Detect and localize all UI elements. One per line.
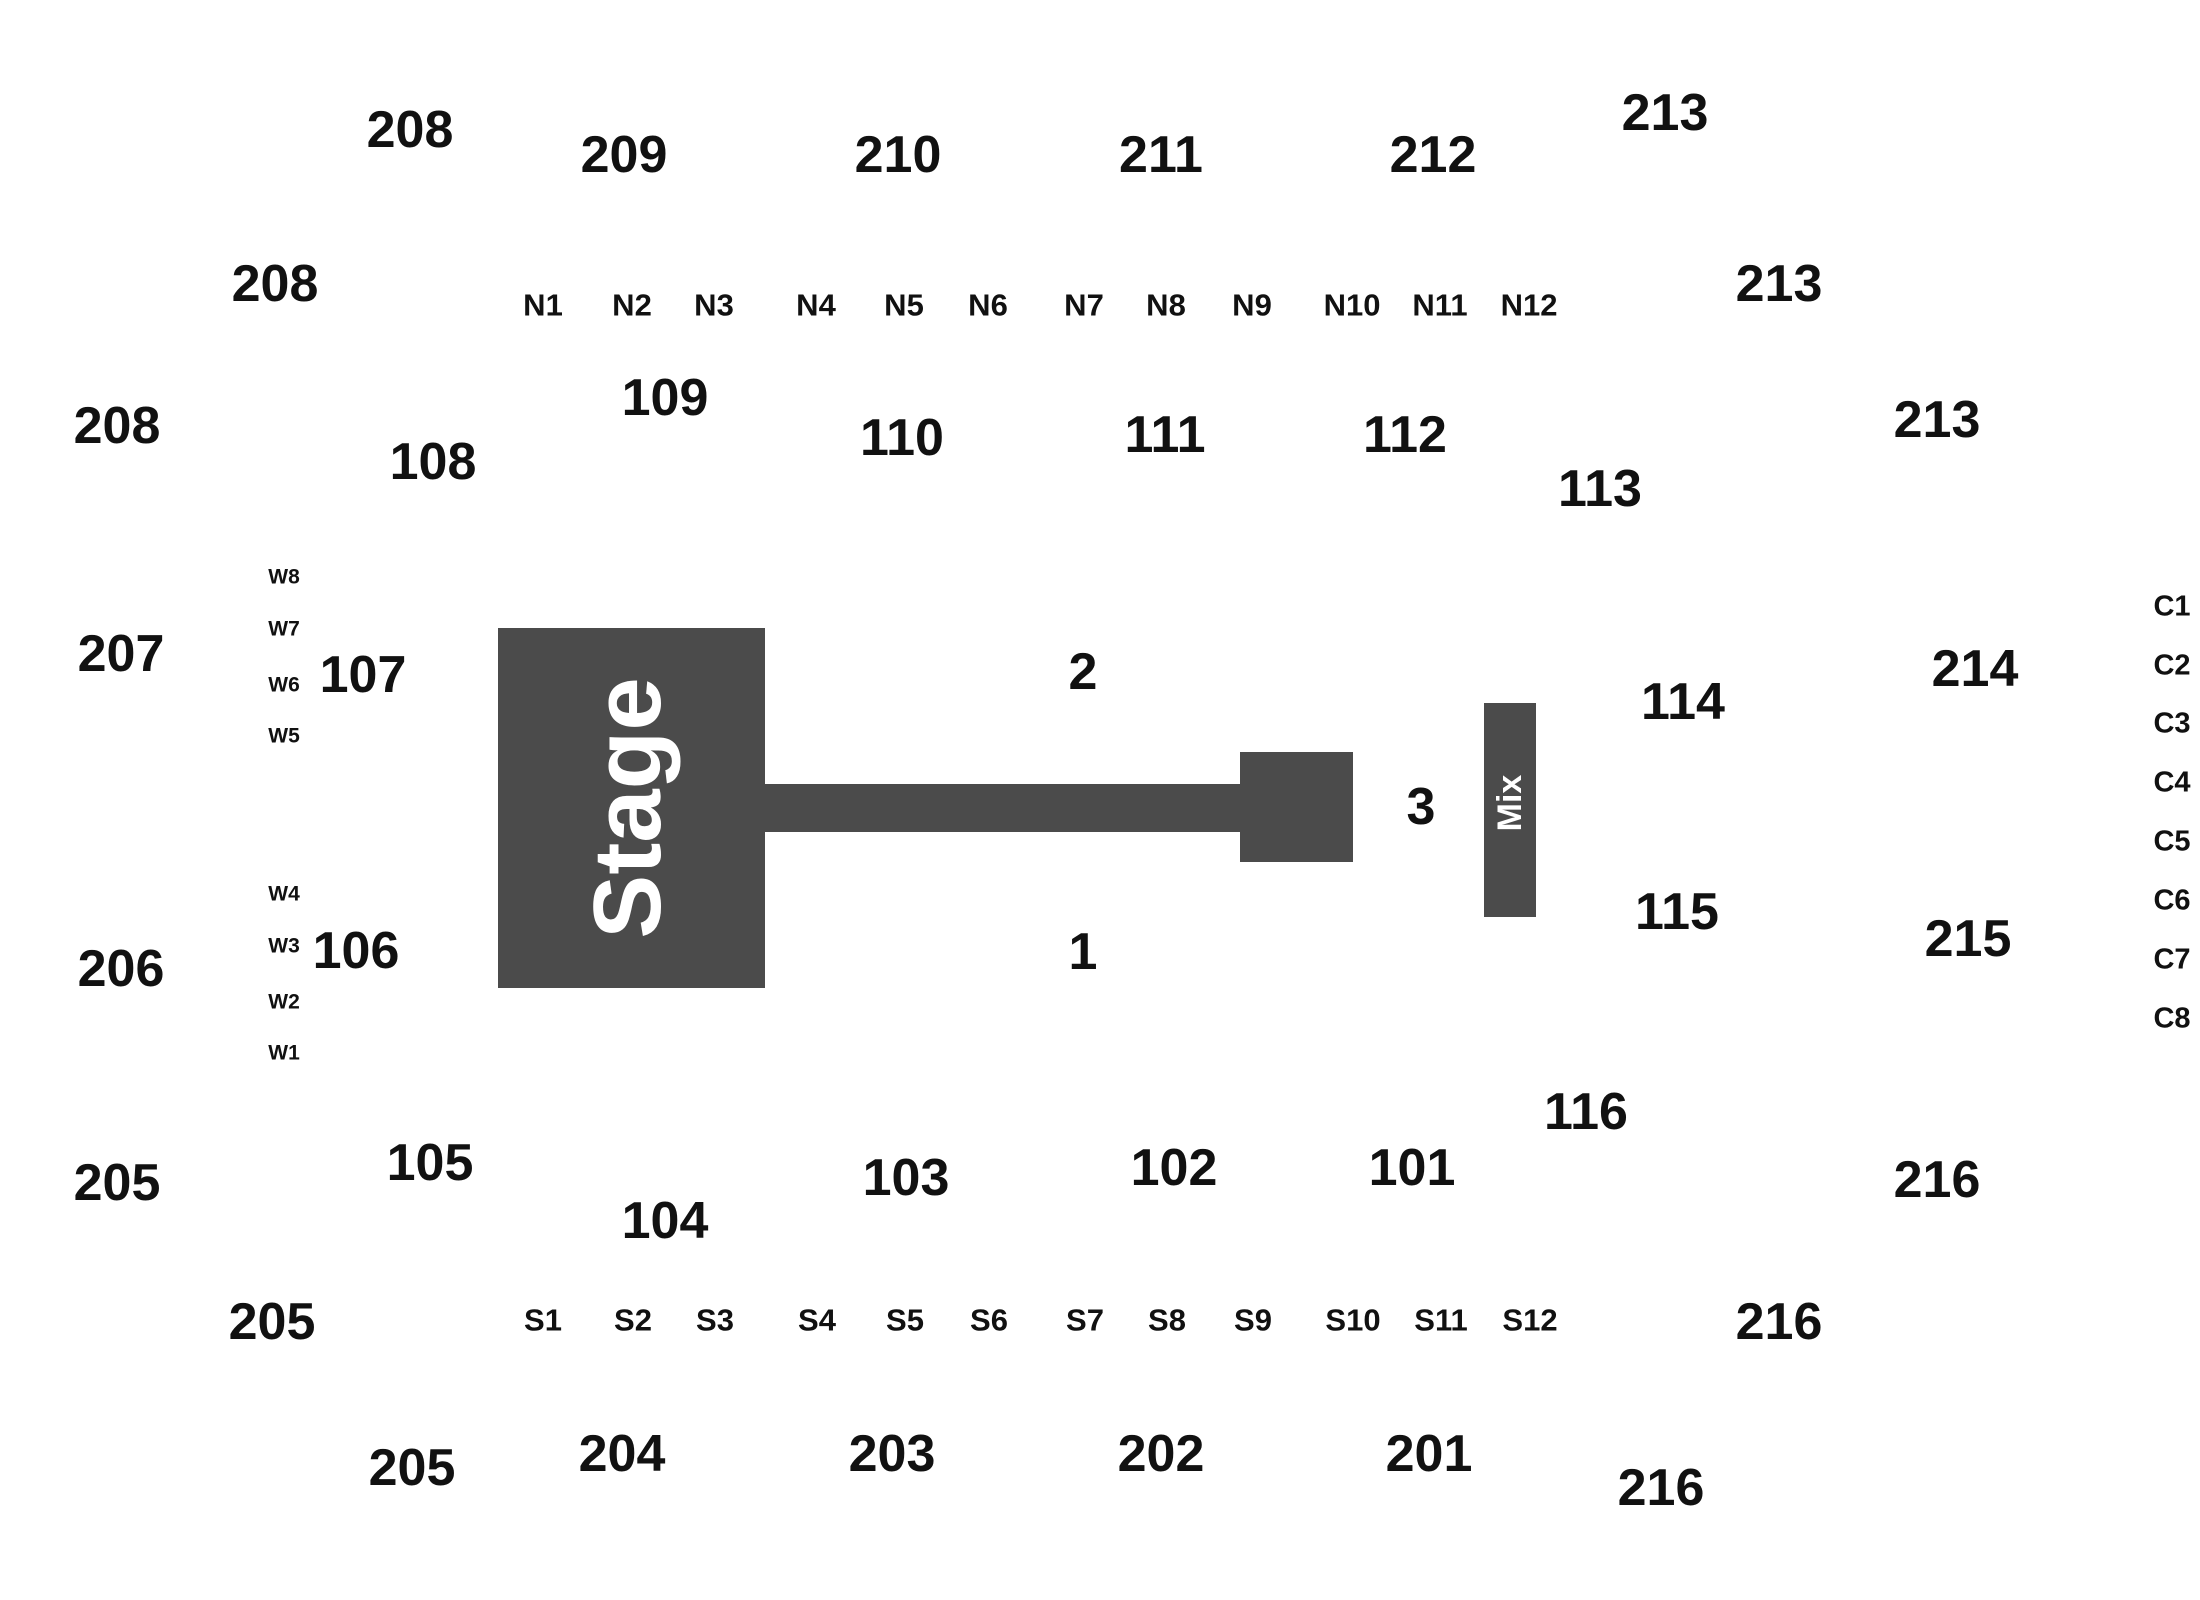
box-n8[interactable]: N8 [1146,287,1186,323]
box-n9[interactable]: N9 [1232,287,1272,323]
section-207[interactable]: 207 [77,625,165,683]
b-stage [1240,752,1353,862]
section-101[interactable]: 101 [1368,1139,1456,1197]
box-n10[interactable]: N10 [1323,287,1381,323]
box-n11[interactable]: N11 [1412,287,1468,323]
section-105[interactable]: 105 [386,1134,474,1192]
box-c8[interactable]: C8 [2153,1002,2191,1035]
box-n6[interactable]: N6 [968,287,1008,323]
section-211[interactable]: 211 [1119,126,1203,184]
section-201[interactable]: 201 [1385,1425,1473,1483]
box-s3[interactable]: S3 [696,1302,734,1338]
section-213[interactable]: 213 [1621,84,1709,142]
section-109[interactable]: 109 [621,369,709,427]
box-s4[interactable]: S4 [798,1302,836,1338]
section-115[interactable]: 115 [1635,883,1719,941]
box-w8[interactable]: W8 [268,565,300,589]
section-205[interactable]: 205 [368,1439,456,1497]
box-w1[interactable]: W1 [268,1041,300,1065]
box-w5[interactable]: W5 [268,724,300,748]
section-110[interactable]: 110 [860,409,944,467]
box-n7[interactable]: N7 [1064,287,1104,323]
box-c5[interactable]: C5 [2153,825,2191,858]
section-112[interactable]: 112 [1363,406,1447,464]
floor-section-2[interactable]: 2 [1068,643,1098,701]
section-114[interactable]: 114 [1641,673,1725,731]
section-216[interactable]: 216 [1735,1293,1823,1351]
section-104[interactable]: 104 [621,1192,709,1250]
section-213[interactable]: 213 [1893,391,1981,449]
section-116[interactable]: 116 [1544,1083,1628,1141]
section-210[interactable]: 210 [854,126,942,184]
section-215[interactable]: 215 [1924,910,2012,968]
box-w7[interactable]: W7 [268,617,300,641]
section-209[interactable]: 209 [580,126,668,184]
floor-section-1[interactable]: 1 [1068,923,1098,981]
section-106[interactable]: 106 [312,922,400,980]
box-n5[interactable]: N5 [884,287,924,323]
section-208[interactable]: 208 [231,255,319,313]
box-n12[interactable]: N12 [1500,287,1558,323]
box-s1[interactable]: S1 [524,1302,562,1338]
mix-label: Mix [1491,774,1529,832]
section-205[interactable]: 205 [228,1293,316,1351]
box-w3[interactable]: W3 [268,934,300,958]
box-c4[interactable]: C4 [2153,766,2191,799]
section-208[interactable]: 208 [366,101,454,159]
section-205[interactable]: 205 [73,1154,161,1212]
box-n2[interactable]: N2 [612,287,652,323]
box-w2[interactable]: W2 [268,990,300,1014]
section-113[interactable]: 113 [1558,460,1642,518]
main-stage [498,628,765,988]
stage-label: Stage [574,677,681,939]
runway [760,784,1240,832]
box-s7[interactable]: S7 [1066,1302,1104,1338]
section-203[interactable]: 203 [848,1425,936,1483]
section-202[interactable]: 202 [1117,1425,1205,1483]
mix-booth [1484,703,1536,917]
section-102[interactable]: 102 [1130,1139,1218,1197]
section-111[interactable]: 111 [1124,406,1206,464]
box-c7[interactable]: C7 [2153,943,2191,976]
floor-section-3[interactable]: 3 [1406,778,1436,836]
section-103[interactable]: 103 [862,1149,950,1207]
section-108[interactable]: 108 [389,433,477,491]
section-206[interactable]: 206 [77,940,165,998]
section-214[interactable]: 214 [1931,640,2019,698]
box-s6[interactable]: S6 [970,1302,1008,1338]
box-c1[interactable]: C1 [2153,590,2191,623]
box-s10[interactable]: S10 [1325,1302,1381,1338]
box-s5[interactable]: S5 [886,1302,924,1338]
section-208[interactable]: 208 [73,397,161,455]
box-n4[interactable]: N4 [796,287,836,323]
section-212[interactable]: 212 [1389,126,1477,184]
section-216[interactable]: 216 [1893,1151,1981,1209]
box-s8[interactable]: S8 [1148,1302,1186,1338]
box-n3[interactable]: N3 [694,287,734,323]
box-s11[interactable]: S11 [1414,1302,1468,1338]
box-s9[interactable]: S9 [1234,1302,1272,1338]
box-w4[interactable]: W4 [268,882,300,906]
box-c6[interactable]: C6 [2153,884,2191,917]
box-s12[interactable]: S12 [1502,1302,1558,1338]
box-s2[interactable]: S2 [614,1302,652,1338]
box-c3[interactable]: C3 [2153,707,2191,740]
box-n1[interactable]: N1 [523,287,563,323]
section-204[interactable]: 204 [578,1425,666,1483]
box-w6[interactable]: W6 [268,673,300,697]
box-c2[interactable]: C2 [2153,649,2191,682]
section-107[interactable]: 107 [319,646,407,704]
section-213[interactable]: 213 [1735,255,1823,313]
section-216[interactable]: 216 [1617,1459,1705,1517]
